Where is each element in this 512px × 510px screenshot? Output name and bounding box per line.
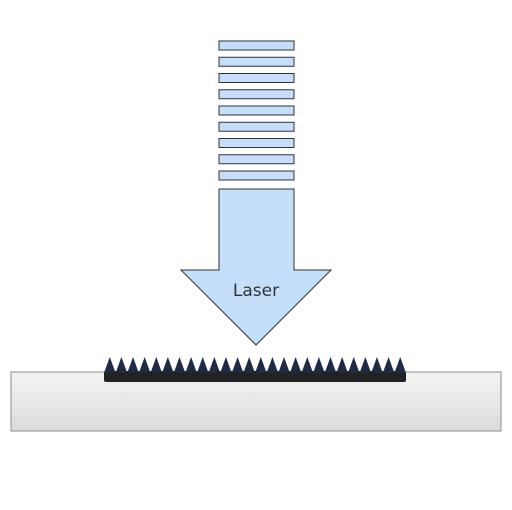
laser-pulse-stripe: [218, 154, 295, 165]
surface-spike: [278, 357, 290, 373]
surface-spike: [162, 357, 174, 373]
laser-pulse-stripe: [218, 138, 295, 148]
surface-spike: [394, 357, 406, 373]
laser-pulse-stripe: [218, 170, 295, 181]
laser-pulse-stripe: [218, 89, 295, 100]
surface-spike: [266, 357, 279, 373]
surface-spike: [185, 357, 197, 373]
surface-spikes: [104, 357, 406, 373]
surface-spike: [231, 357, 244, 373]
surface-spike: [382, 357, 395, 373]
surface-spike: [104, 357, 116, 373]
surface-spike: [289, 357, 302, 373]
laser-pulse-stripe: [218, 105, 295, 116]
surface-spike: [359, 357, 372, 373]
surface-spike: [243, 357, 255, 373]
surface-spike: [301, 357, 314, 373]
surface-spike: [127, 357, 139, 373]
laser-label: Laser: [233, 281, 279, 301]
laser-pulse-stripe: [218, 73, 295, 83]
laser-pulse-stripe: [218, 40, 295, 51]
surface-spike: [347, 357, 360, 373]
surface-spike: [150, 357, 163, 373]
film-layer: [104, 371, 406, 382]
surface-spike: [313, 357, 325, 373]
laser-pulse-stripes: [218, 40, 295, 181]
surface-spike: [196, 357, 209, 373]
laser-arrow: [179, 188, 333, 346]
surface-spike: [138, 357, 151, 373]
surface-spike: [336, 357, 348, 373]
surface-spike: [255, 357, 267, 373]
surface-spike: [220, 357, 232, 373]
laser-pulse-stripe: [218, 56, 295, 67]
laser-pulse-stripe: [218, 121, 295, 132]
textured-surface: [104, 357, 406, 382]
surface-spike: [324, 357, 337, 373]
surface-spike: [371, 357, 383, 373]
surface-spike: [208, 357, 221, 373]
surface-spike: [115, 357, 128, 373]
surface-spike: [173, 357, 186, 373]
